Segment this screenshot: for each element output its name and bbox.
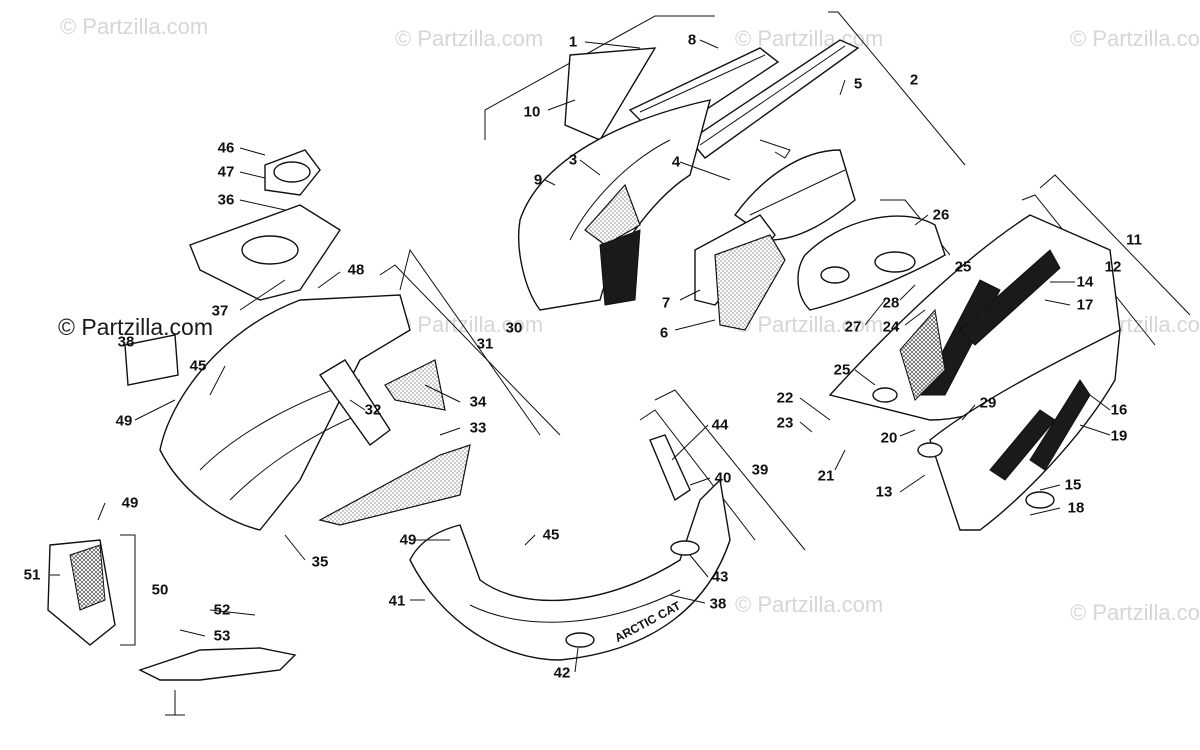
watermark: © Partzilla.com: [735, 592, 884, 617]
callout-label[interactable]: 4: [671, 153, 681, 171]
callout-label[interactable]: 42: [553, 664, 571, 682]
callout-label[interactable]: 17: [1076, 296, 1094, 314]
callout-label[interactable]: 18: [1067, 499, 1085, 517]
hood-window-4: [734, 149, 856, 241]
watermark: © Partzilla.com: [735, 26, 884, 51]
callout-label[interactable]: 35: [311, 553, 329, 571]
callout-label[interactable]: 39: [751, 461, 769, 479]
callout-label[interactable]: 49: [115, 412, 133, 430]
callout-label[interactable]: 38: [709, 595, 727, 613]
callout-label[interactable]: 36: [217, 191, 235, 209]
callout-label[interactable]: 32: [364, 401, 382, 419]
callout-label[interactable]: 52: [213, 601, 231, 619]
callout-label[interactable]: 8: [687, 31, 697, 49]
leader-lines: [50, 39, 1111, 673]
side-panel-mesh-6: [714, 234, 786, 331]
belly-side-39: [649, 434, 691, 502]
callout-label[interactable]: 22: [776, 389, 794, 407]
callout-label[interactable]: 19: [1110, 427, 1128, 445]
hood-trim-5: [688, 39, 860, 159]
callout-label[interactable]: 53: [213, 627, 231, 645]
watermark: © Partzilla.com: [1070, 600, 1200, 625]
side-wing-32: [318, 359, 391, 446]
callout-label[interactable]: 11: [1126, 231, 1142, 249]
callout-label[interactable]: 10: [523, 103, 541, 121]
callout-label[interactable]: 49: [121, 494, 139, 512]
callout-label[interactable]: 20: [880, 429, 898, 447]
bracket-group-50: [120, 534, 136, 646]
filler-cap-46-47: [264, 149, 321, 196]
callout-label[interactable]: 13: [875, 483, 893, 501]
callout-label[interactable]: 34: [469, 393, 487, 411]
watermark: © Partzilla.com: [58, 314, 213, 340]
belly-pan-38: ARCTIC CAT: [409, 478, 731, 661]
callout-label[interactable]: 7: [661, 294, 671, 312]
callout-label[interactable]: 25: [954, 258, 972, 276]
callout-label[interactable]: 51: [23, 566, 41, 584]
side-panel-51: [47, 539, 116, 646]
callout-label[interactable]: 38: [117, 333, 135, 351]
headlight-assembly-26: [797, 215, 946, 311]
callout-label[interactable]: 44: [711, 416, 729, 434]
bracket-group-2: [828, 11, 966, 166]
callout-label[interactable]: 14: [1076, 273, 1094, 291]
callout-label[interactable]: 5: [853, 75, 863, 93]
watermark: © Partzilla.com: [395, 312, 544, 337]
callout-label[interactable]: 15: [1064, 476, 1082, 494]
callout-label[interactable]: 9: [533, 171, 543, 189]
hood-vent-3: [584, 183, 641, 306]
callout-label[interactable]: 45: [542, 526, 560, 544]
callout-label[interactable]: 49: [399, 531, 417, 549]
callout-label[interactable]: 16: [1110, 401, 1128, 419]
watermark: © Partzilla.com: [1070, 26, 1200, 51]
watermark: © Partzilla.com: [395, 26, 544, 51]
callout-label[interactable]: 48: [347, 261, 365, 279]
callout-label[interactable]: 23: [776, 414, 794, 432]
bracket-52: [138, 647, 297, 716]
callout-label[interactable]: 33: [469, 419, 487, 437]
callout-label[interactable]: 21: [817, 467, 835, 485]
callout-label[interactable]: 50: [151, 581, 169, 599]
callout-label[interactable]: 6: [659, 324, 669, 342]
callout-label[interactable]: 12: [1104, 258, 1122, 276]
callout-label[interactable]: 1: [568, 33, 578, 51]
callout-label[interactable]: 27: [844, 318, 862, 336]
lower-side-panel-18: [917, 328, 1121, 531]
callout-label[interactable]: 47: [217, 163, 235, 181]
callout-label[interactable]: 28: [882, 294, 900, 312]
callout-label[interactable]: 31: [476, 335, 494, 353]
watermark: © Partzilla.com: [60, 14, 209, 39]
callout-label[interactable]: 3: [568, 151, 578, 169]
callout-label[interactable]: 37: [211, 302, 229, 320]
callout-label[interactable]: 41: [388, 592, 406, 610]
callout-label[interactable]: 46: [217, 139, 235, 157]
callout-label[interactable]: 25: [833, 361, 851, 379]
dash-frame-36: [189, 204, 341, 301]
side-wing-33: [318, 444, 471, 526]
vent-34: [384, 359, 446, 411]
callout-label[interactable]: 2: [909, 71, 919, 89]
bracket-group-30-31: [379, 248, 561, 436]
callout-label[interactable]: 26: [932, 206, 950, 224]
watermark: © Partzilla.com: [735, 312, 884, 337]
callout-label[interactable]: 24: [882, 318, 900, 336]
decal-38-left: [124, 334, 179, 386]
callout-label[interactable]: 45: [189, 357, 207, 375]
callout-label[interactable]: 40: [714, 469, 732, 487]
callout-label[interactable]: 29: [979, 394, 997, 412]
callout-label[interactable]: 43: [711, 568, 729, 586]
callout-label[interactable]: 30: [505, 319, 523, 337]
